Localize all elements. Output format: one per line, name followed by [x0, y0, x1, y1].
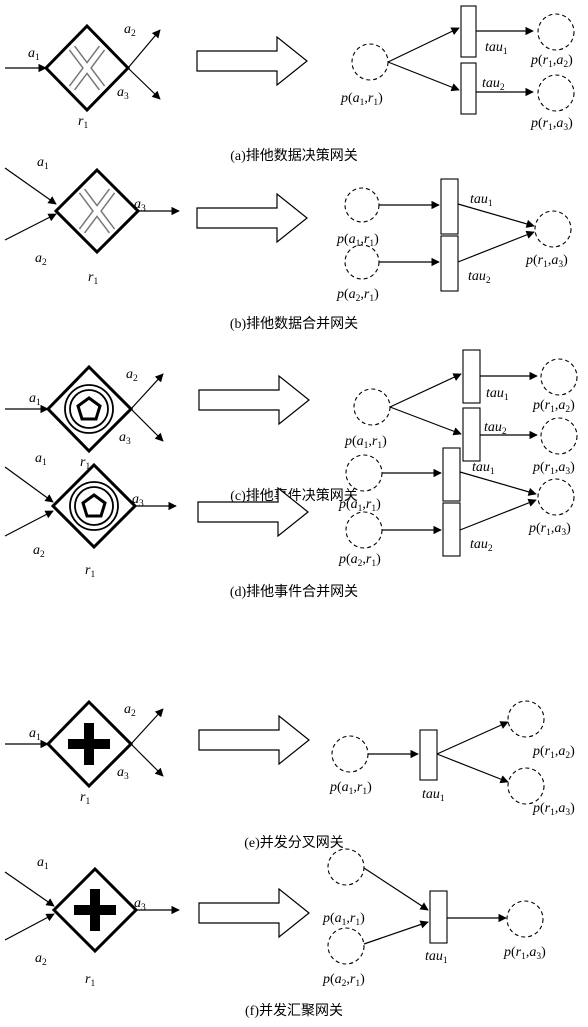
- label-p-r1-a2: p(r1,a2): [532, 744, 575, 761]
- pentagon-event-icon: [76, 396, 102, 421]
- label-tau2: tau2: [484, 420, 507, 437]
- label-tau1: tau1: [485, 40, 508, 57]
- label-r1: r1: [80, 455, 90, 472]
- label-p-a2-r1: p(a2,r1): [338, 552, 381, 569]
- label-a1: a1: [37, 155, 49, 172]
- label-a3: a3: [117, 85, 129, 102]
- caption-b: (b)排他数据合并网关: [230, 316, 358, 332]
- label-p-a1-r1: p(a1,r1): [340, 91, 383, 108]
- label-p-r1-a3: p(r1,a3): [525, 253, 568, 270]
- caption-c: (c)排他事件决策网关: [230, 487, 358, 504]
- label-a2: a2: [33, 543, 45, 560]
- label-r1: r1: [85, 563, 95, 580]
- label-a2: a2: [35, 951, 47, 968]
- label-p-a1-r1: p(a1,r1): [329, 780, 372, 797]
- label-p-r1-a2: p(r1,a2): [532, 398, 575, 415]
- plus-marker-icon: [68, 723, 110, 765]
- label-p-a1-r1: p(a1,r1): [344, 434, 387, 451]
- plus-marker-icon: [74, 889, 116, 931]
- event-gateway-diamond: [50, 462, 138, 550]
- label-a1: a1: [29, 391, 41, 408]
- label-a2: a2: [126, 367, 138, 384]
- label-a1: a1: [29, 726, 41, 743]
- label-p-r1-a2: p(r1,a2): [530, 53, 573, 70]
- caption-e: (e)并发分叉网关: [244, 835, 344, 851]
- label-a1: a1: [37, 855, 49, 872]
- pentagon-event-icon: [81, 493, 107, 518]
- label-tau1: tau1: [486, 386, 509, 403]
- label-tau2: tau2: [470, 537, 493, 554]
- panel-a: a1 a2 a3 r1 tau1 tau2 p(a1,r1) p(r1,a2) …: [5, 5, 575, 164]
- label-p-r1-a3: p(r1,a3): [503, 945, 546, 962]
- event-gateway-diamond: [45, 364, 134, 454]
- label-tau2: tau2: [482, 76, 505, 93]
- label-p-a2-r1: p(a2,r1): [322, 972, 365, 989]
- label-a2: a2: [124, 22, 136, 39]
- label-r1: r1: [85, 972, 95, 989]
- label-tau1: tau1: [425, 949, 448, 966]
- caption-f: (f)并发汇聚网关: [245, 1003, 343, 1019]
- label-a3: a3: [132, 492, 144, 509]
- caption-a: (a)排他数据决策网关: [230, 147, 358, 164]
- label-a2: a2: [124, 702, 136, 719]
- panel-e: a1 a2 a3 r1 tau1 p(a1,r1) p(r1,a2) p(r1,…: [5, 699, 575, 851]
- label-p-a1-r1: p(a1,r1): [322, 911, 365, 928]
- label-p-a2-r1: p(a2,r1): [336, 287, 379, 304]
- transform-arrow: [196, 193, 308, 243]
- label-p-a1-r1: p(a1,r1): [336, 232, 379, 249]
- label-a3: a3: [119, 430, 131, 447]
- transform-arrow: [198, 715, 310, 765]
- transform-arrow: [198, 375, 310, 425]
- transform-arrow: [196, 36, 308, 86]
- panel-f: a1 a2 a3 r1 tau1 p(a1,r1) p(a2,r1) p(r1,…: [4, 848, 546, 1019]
- panel-d: a1 a2 a3 r1 tau1 tau2 p(a1,r1) p(a2,r1) …: [4, 447, 575, 600]
- label-a3: a3: [134, 896, 146, 913]
- label-a2: a2: [35, 251, 47, 268]
- label-p-r1-a3: p(r1,a3): [532, 801, 575, 818]
- label-a3: a3: [117, 765, 129, 782]
- label-tau1: tau1: [422, 787, 445, 804]
- label-a3: a3: [134, 197, 146, 214]
- panel-c: a1 a2 a3 r1 tau1 tau2 p(a1,r1) p(r1,a2) …: [5, 349, 578, 504]
- panel-b: a1 a2 a3 r1 tau1 tau2 p(a1,r1) p(a2,r1) …: [4, 155, 572, 332]
- label-tau2: tau2: [468, 269, 491, 286]
- label-r1: r1: [88, 270, 98, 287]
- label-tau1: tau1: [472, 460, 495, 477]
- label-p-r1-a3: p(r1,a3): [528, 521, 571, 538]
- label-tau1: tau1: [470, 192, 493, 209]
- caption-d: (d)排他事件合并网关: [230, 584, 358, 600]
- label-a1: a1: [28, 46, 40, 63]
- label-r1: r1: [80, 790, 90, 807]
- label-p-a1-r1: p(a1,r1): [338, 497, 381, 514]
- label-r1: r1: [78, 114, 88, 131]
- transform-arrow: [198, 888, 310, 938]
- label-a1: a1: [35, 451, 47, 468]
- label-p-r1-a3: p(r1,a3): [532, 460, 575, 477]
- label-p-r1-a3: p(r1,a3): [530, 116, 573, 133]
